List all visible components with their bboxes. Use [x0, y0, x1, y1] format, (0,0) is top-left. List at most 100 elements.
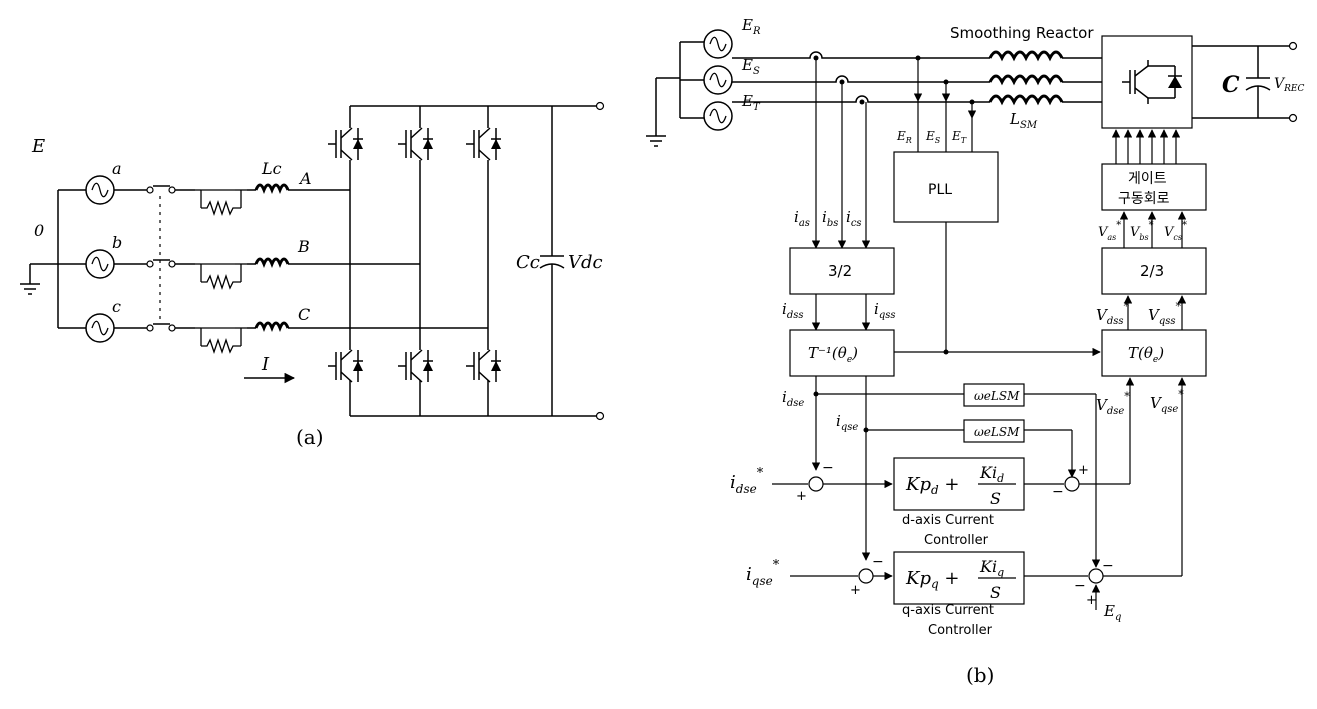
reactor-lsm-label: LSM [1009, 110, 1038, 131]
svg-text:−: − [872, 554, 884, 570]
i-qse-label: iqse [836, 412, 858, 433]
ac-source-c-icon [85, 313, 115, 343]
gate-driver-line1: 게이트 [1128, 171, 1167, 187]
decouple-d-label: ωeLSM [974, 389, 1020, 403]
inductor-c-icon [254, 321, 290, 333]
circuit-a: E 0 a A [20, 101, 605, 449]
block-3-2-label: 3/2 [828, 262, 852, 280]
inductor-b-icon [254, 257, 290, 269]
d-controller-line1: d-axis Current [902, 513, 994, 528]
eq-label: Eq [1103, 602, 1121, 623]
cap-cc-label: Cc [516, 252, 540, 273]
pll-input-et: ET [951, 129, 967, 145]
igbt-lower-2-icon [397, 349, 434, 383]
igbt-lower-3-icon [465, 349, 502, 383]
v-qse-ref: Vqse* [1150, 388, 1184, 415]
igbt-upper-3-icon [465, 127, 502, 161]
pi-d-den: S [990, 489, 1001, 508]
v-as-ref: Vas* [1098, 220, 1121, 242]
summer-d-ref [808, 476, 824, 492]
svg-text:−: − [1074, 578, 1086, 594]
svg-text:+: + [1086, 593, 1097, 608]
neutral-label: 0 [34, 221, 44, 240]
pi-q-main: Kpq + [905, 568, 959, 591]
svg-text:−: − [1102, 558, 1114, 574]
pi-d-main: Kpd + [905, 474, 959, 497]
pi-d-num: Kid [979, 463, 1004, 485]
phase-c-label: c [112, 297, 121, 316]
i-dse-label: idse [782, 388, 804, 409]
pll-input-er: ER [896, 129, 912, 145]
source-es-label: ES [741, 56, 760, 77]
control-diagram-b: ER ES ET Smoothing Reactor LSM ER [646, 16, 1304, 687]
i-qse-ref-label: iqse* [746, 558, 780, 588]
vdc-label: Vdc [568, 252, 603, 273]
summer-q-out [1088, 568, 1104, 584]
i-qss-label: iqss [874, 300, 895, 321]
reactor-title: Smoothing Reactor [950, 24, 1094, 42]
decouple-block-d [963, 383, 1025, 407]
ac-source-b-icon [85, 249, 115, 279]
decouple-q-label: ωeLSM [974, 425, 1020, 439]
v-bs-ref: Vbs* [1130, 220, 1154, 242]
i-dse-ref-label: idse* [730, 466, 764, 496]
block-2-3 [1101, 247, 1207, 295]
converter-igbt-icon [1122, 60, 1182, 104]
line-c-label: C [298, 305, 310, 324]
block-t-inverse [789, 329, 895, 377]
ac-source-a-icon [85, 175, 115, 205]
current-i-label: I [261, 354, 270, 375]
svg-text:+: + [850, 583, 861, 598]
igbt-upper-2-icon [397, 127, 434, 161]
reactor-t-icon [988, 94, 1064, 106]
decouple-block-q [963, 419, 1025, 443]
igbt-lower-1-icon [327, 349, 364, 383]
reactor-s-icon [988, 74, 1064, 86]
source-er-label: ER [741, 16, 761, 37]
svg-text:−: − [822, 460, 834, 476]
caption-a: (a) [296, 425, 324, 449]
i-bs-label: ibs [822, 208, 838, 229]
q-controller-line2: Controller [928, 623, 993, 638]
cap-c-label: C [1222, 72, 1240, 98]
pi-q-den: S [990, 583, 1001, 602]
q-controller-line1: q-axis Current [902, 603, 994, 618]
i-cs-label: ics [846, 208, 862, 229]
v-dss-ref: Vdss* [1096, 300, 1130, 327]
line-b-label: B [297, 237, 310, 256]
gate-driver-block [1101, 163, 1207, 211]
line-a-label: A [298, 169, 312, 188]
gate-driver-line2: 구동회로 [1118, 191, 1170, 207]
source-et-icon [703, 101, 733, 131]
phase-a-row: a A [58, 159, 350, 215]
svg-text:+: + [796, 489, 807, 504]
source-er-icon [703, 29, 733, 59]
block-3-2 [789, 247, 895, 295]
pll-label: PLL [928, 182, 952, 198]
pi-q-num: Kiq [979, 557, 1004, 579]
phase-a-label: a [112, 159, 122, 178]
v-dse-ref: Vdse* [1096, 390, 1130, 417]
i-dss-label: idss [782, 300, 803, 321]
phase-b-label: b [112, 233, 122, 252]
block-2-3-label: 2/3 [1140, 262, 1164, 280]
i-as-label: ias [794, 208, 810, 229]
block-t-theta [1101, 329, 1207, 377]
igbt-upper-1-icon [327, 127, 364, 161]
svg-text:−: − [1052, 484, 1064, 500]
svg-text:+: + [1078, 463, 1089, 478]
inductor-a-icon [254, 183, 290, 195]
block-t-label: T(θe) [1128, 344, 1164, 365]
vrec-label: VREC [1274, 76, 1304, 94]
phase-c-row: c C [58, 297, 488, 353]
v-qss-ref: Vqss* [1148, 300, 1182, 327]
source-et-label: ET [741, 92, 761, 113]
inductor-lc-label: Lc [261, 159, 282, 178]
reactor-r-icon [988, 50, 1064, 62]
d-controller-line2: Controller [924, 533, 989, 548]
summer-q-ref [858, 568, 874, 584]
v-cs-ref: Vcs* [1164, 220, 1187, 242]
source-e-label: E [31, 136, 45, 157]
phase-b-row: b B [58, 233, 420, 289]
source-es-icon [703, 65, 733, 95]
